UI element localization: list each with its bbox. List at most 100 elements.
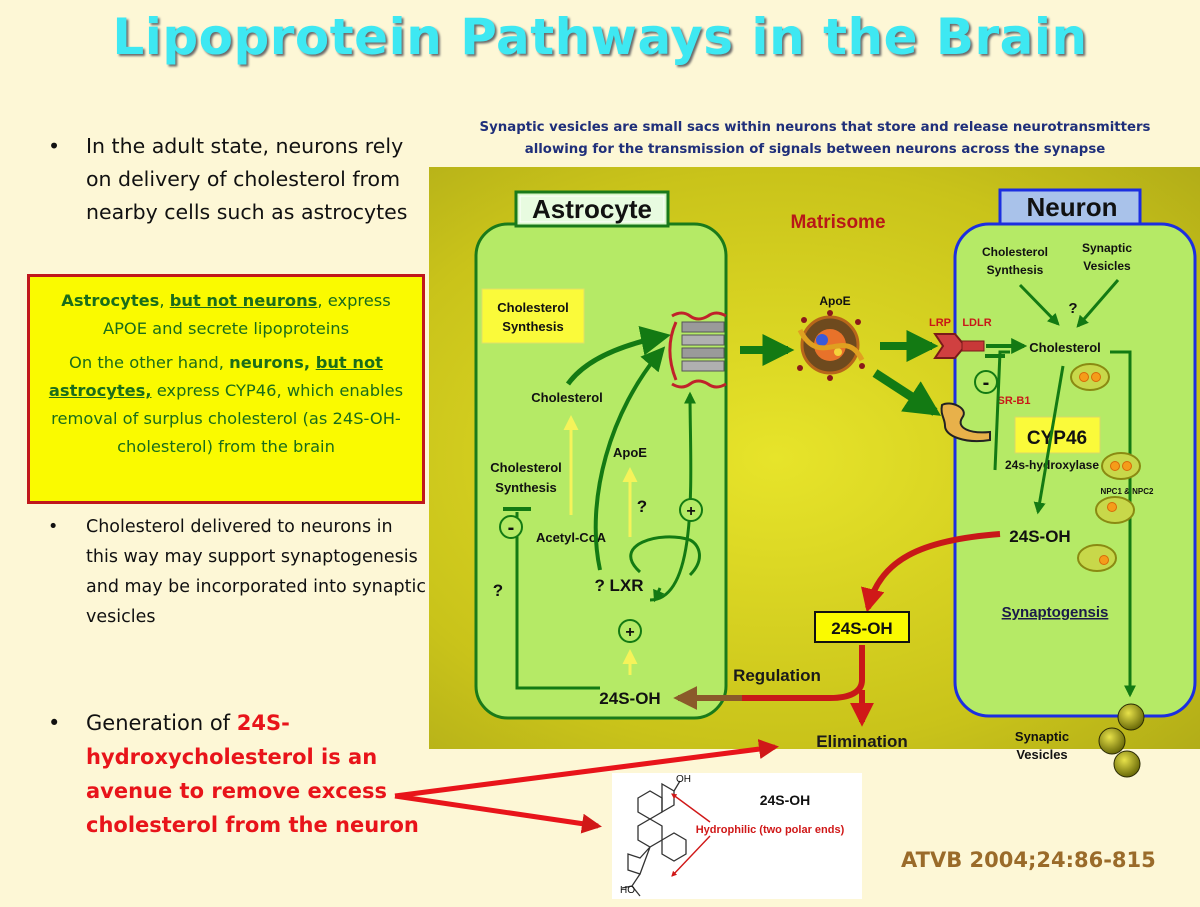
ho-bottom-label: HO xyxy=(620,885,635,896)
arrow-cholesterol-vesicles xyxy=(1110,350,1136,698)
box-paragraph-neurons: On the other hand, neurons, but not astr… xyxy=(38,349,414,461)
neu-vesicles-line1: Synaptic xyxy=(1082,241,1132,255)
cyp46-label: CYP46 xyxy=(1027,428,1087,449)
box-neurons-word: neurons, xyxy=(229,353,316,372)
plus-circle-lower xyxy=(618,619,642,643)
out-vesicles-line2: Vesicles xyxy=(1016,747,1067,762)
srb1-receptor-icon xyxy=(940,402,991,442)
neu-synthesis-line1: Cholesterol xyxy=(982,245,1048,259)
bullet-marker: • xyxy=(48,517,59,537)
membrane-transporter-icon xyxy=(668,311,727,389)
npc-label: NPC1 & NPC2 xyxy=(1101,487,1154,496)
neuron-vesicles-icon xyxy=(1070,363,1141,572)
arrow-into-lxr xyxy=(653,587,665,603)
bullet-text: In the adult state, neurons rely on deli… xyxy=(86,134,408,224)
astrocyte-label-inner xyxy=(519,195,665,223)
apoe-particle-icon xyxy=(797,310,865,381)
neu-cholesterol: Cholesterol xyxy=(1029,340,1101,355)
ast-synthesis-line1: Cholesterol xyxy=(497,300,569,315)
box-express-cyp46: express CYP46, which enables removal of … xyxy=(51,381,404,456)
arrow-cholesterol-secretion xyxy=(565,326,671,386)
line-neu-inhibit xyxy=(993,350,1010,471)
released-vesicles-icon xyxy=(1098,703,1145,778)
lxr-label: ? LXR xyxy=(594,576,643,595)
box-but-not-astrocytes: but not astrocytes, xyxy=(48,353,383,400)
acetyl-coa: Acetyl-CoA xyxy=(536,530,607,545)
minus-circle-ast xyxy=(499,515,523,539)
ast-cholesterol: Cholesterol xyxy=(531,390,603,405)
plus-sign-lower: + xyxy=(625,624,634,641)
bullet-text: Cholesterol delivered to neurons in this… xyxy=(86,517,426,627)
line-regulation xyxy=(740,645,865,701)
ast-apoe: ApoE xyxy=(613,445,647,460)
arrow-lxr-up xyxy=(649,391,697,602)
question-synthesis: ? xyxy=(493,581,503,600)
ast-24s-oh: 24S-OH xyxy=(599,689,660,708)
apoe-particle-label: ApoE xyxy=(819,294,850,308)
ast-synthesis2-line1: Cholesterol xyxy=(490,460,562,475)
bullet-text-highlight: 24S-hydroxycholesterol is an avenue to r… xyxy=(86,711,419,837)
matrisome-label: Matrisome xyxy=(790,212,885,233)
hydroxycholesterol-structure-icon xyxy=(621,780,687,897)
out-vesicles-line1: Synaptic xyxy=(1015,729,1069,744)
cyp46-box xyxy=(1014,416,1101,454)
lrp-label: LRP xyxy=(929,317,951,329)
question-apoe: ? xyxy=(637,497,647,516)
caption-line-2: allowing for the transmission of signals… xyxy=(524,142,1106,157)
molecule-label: 24S-OH xyxy=(760,792,811,808)
minus-circle-neu xyxy=(974,370,998,394)
box-paragraph-astrocytes: Astrocytes, but not neurons, express APO… xyxy=(38,287,414,343)
bullet-marker: • xyxy=(48,134,61,158)
hydrophilic-label: Hydrophilic (two polar ends) xyxy=(696,824,845,836)
arrow-apoe-srb1 xyxy=(872,369,942,416)
plus-circle-upper xyxy=(679,498,703,522)
line-24s-inhibit xyxy=(515,512,600,690)
box-express-apoe: , express APOE and secrete lipoproteins xyxy=(102,291,391,338)
ast-synthesis-box xyxy=(481,288,585,344)
astrocyte-label: Astrocyte xyxy=(532,194,652,224)
bullet-synaptogenesis: • Cholesterol delivered to neurons in th… xyxy=(48,512,428,632)
plus-sign-upper: + xyxy=(686,503,695,520)
arrow-lxr-loop xyxy=(629,535,701,577)
diagram-caption: Synaptic vesicles are small sacs within … xyxy=(430,117,1200,161)
bullet-24s-generation: • Generation of 24S-hydroxycholesterol i… xyxy=(48,706,428,842)
synaptogenesis-label: Synaptogensis xyxy=(1002,604,1109,621)
arrow-neu-vesicles xyxy=(1076,279,1120,328)
box-but-not-neurons: but not neurons xyxy=(169,291,318,310)
reference-citation: ATVB 2004;24:86-815 xyxy=(901,848,1156,872)
hydroxylase-label: 24s-hydroxylase xyxy=(1005,458,1099,472)
regulation-label: Regulation xyxy=(733,666,821,685)
minus-sign-neu: - xyxy=(983,372,990,394)
neu-vesicles-line2: Vesicles xyxy=(1083,259,1131,273)
ast-synthesis-line2: Synthesis xyxy=(502,319,563,334)
srb1-label: SR-B1 xyxy=(997,395,1030,407)
molecule-box xyxy=(612,773,862,899)
box-astrocytes-word: Astrocytes xyxy=(61,291,160,310)
mid-24s-label: 24S-OH xyxy=(831,619,892,638)
slide-title: Lipoprotein Pathways in the Brain xyxy=(112,8,1088,66)
mid-24s-box xyxy=(814,611,910,643)
bullet-adult-state: • In the adult state, neurons rely on de… xyxy=(48,130,418,229)
oh-top-label: OH xyxy=(676,774,691,785)
question-neuron: ? xyxy=(1068,300,1077,317)
arrow-24s-efflux xyxy=(861,531,1001,613)
neuron-label-box xyxy=(998,188,1142,226)
arrow-cholesterol-24s xyxy=(1033,365,1065,515)
polar-arrow-bottom xyxy=(671,835,711,877)
arrow-lxr-secretion xyxy=(593,346,666,571)
box-other-hand: On the other hand, xyxy=(69,353,230,372)
elimination-label: Elimination xyxy=(816,732,908,751)
callout-arrow-elimination xyxy=(394,739,779,799)
callout-arrow-molecule xyxy=(394,793,602,834)
neu-24s-oh: 24S-OH xyxy=(1009,527,1070,546)
neu-synthesis-line2: Synthesis xyxy=(987,263,1044,277)
highlight-box: Astrocytes, but not neurons, express APO… xyxy=(27,274,425,504)
arrow-neu-synthesis xyxy=(1018,283,1060,326)
box-separator: , xyxy=(159,291,170,310)
minus-sign-ast: - xyxy=(508,517,515,539)
bullet-marker: • xyxy=(48,711,61,735)
polar-arrow-top xyxy=(671,793,711,823)
ldlr-label: LDLR xyxy=(962,317,991,329)
bullet-text-pre: Generation of xyxy=(86,711,237,735)
